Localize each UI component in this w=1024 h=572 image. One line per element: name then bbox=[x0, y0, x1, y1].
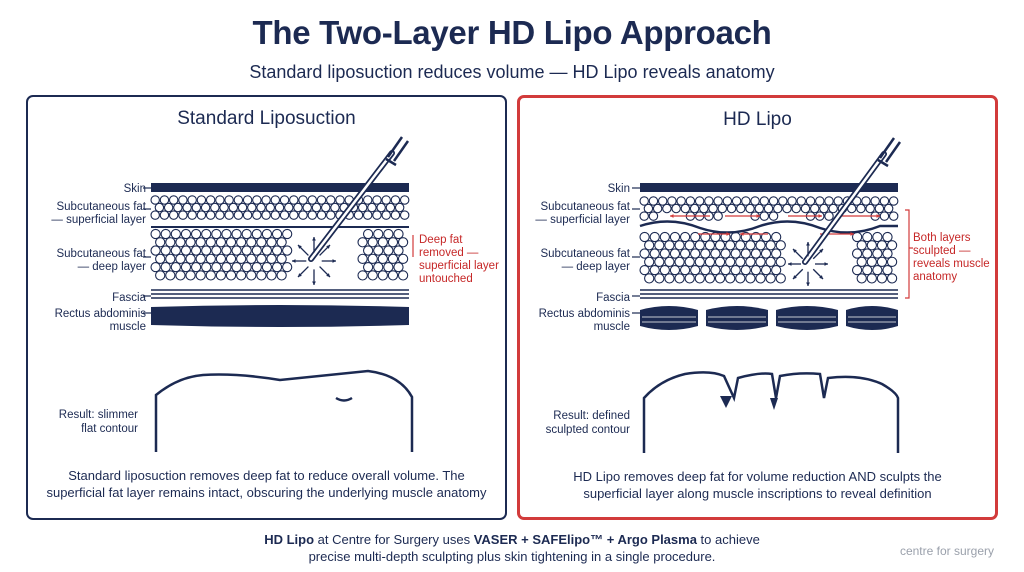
label-skin: Skin bbox=[123, 183, 146, 195]
standard-liposuction-panel: Standard Liposuction Skin Subcutaneous f… bbox=[26, 95, 507, 520]
label-muscle-2: muscle bbox=[593, 321, 630, 333]
label-superficial-2: — superficial layer bbox=[535, 214, 630, 226]
deep-fat-note: Deep fat removed — superficial layer unt… bbox=[419, 234, 499, 285]
label-fascia: Fascia bbox=[112, 292, 146, 304]
suction-arrows bbox=[788, 242, 828, 286]
standard-lipo-cross-section bbox=[143, 136, 414, 452]
label-skin: Skin bbox=[607, 183, 630, 195]
panel-caption: Standard liposuction removes deep fat to… bbox=[46, 468, 487, 500]
flat-contour bbox=[154, 369, 414, 452]
navel-mark bbox=[335, 396, 353, 402]
hd-lipo-panel: HD Lipo Skin Subcutaneous fat — superfic… bbox=[517, 95, 998, 520]
muscle-layer bbox=[151, 305, 409, 327]
sculpting-arrows bbox=[670, 214, 880, 236]
label-superficial-2: — superficial layer bbox=[51, 214, 146, 226]
label-superficial-1: Subcutaneous fat bbox=[540, 201, 630, 213]
cannula-icon bbox=[308, 136, 410, 262]
cannula-icon bbox=[802, 137, 902, 265]
segmented-muscle-layer bbox=[640, 306, 898, 330]
panel-caption: HD Lipo removes deep fat for volume redu… bbox=[573, 469, 942, 501]
skin-layer bbox=[640, 183, 898, 192]
label-fascia: Fascia bbox=[596, 292, 630, 304]
deep-fat-layer bbox=[639, 231, 898, 284]
label-muscle-1: Rectus abdominis bbox=[538, 308, 630, 320]
label-deep-1: Subcutaneous fat bbox=[540, 248, 630, 260]
result-label: Result: defined sculpted contour bbox=[545, 410, 630, 436]
definition-marks bbox=[720, 396, 778, 410]
page-subtitle: Standard liposuction reduces volume — HD… bbox=[249, 62, 775, 82]
label-deep-2: — deep layer bbox=[561, 261, 630, 273]
page-title: The Two-Layer HD Lipo Approach bbox=[252, 14, 772, 51]
fascia-layer bbox=[640, 289, 898, 299]
panel-title: Standard Liposuction bbox=[177, 108, 356, 129]
hd-lipo-cross-section bbox=[632, 137, 913, 453]
panel-title: HD Lipo bbox=[723, 109, 792, 130]
both-layers-note: Both layers sculpted — reveals muscle an… bbox=[913, 232, 990, 283]
label-deep-1: Subcutaneous fat bbox=[56, 248, 146, 260]
label-deep-2: — deep layer bbox=[77, 261, 146, 273]
superficial-fat-layer bbox=[639, 196, 899, 221]
label-muscle-2: muscle bbox=[109, 321, 146, 333]
suction-arrows bbox=[292, 237, 336, 285]
label-muscle-1: Rectus abdominis bbox=[54, 308, 146, 320]
note-bracket bbox=[905, 209, 913, 299]
label-superficial-1: Subcutaneous fat bbox=[56, 201, 146, 213]
skin-layer bbox=[151, 183, 409, 192]
sculpted-boundary bbox=[639, 220, 898, 234]
fascia-layer bbox=[151, 289, 409, 299]
superficial-fat-layer bbox=[150, 195, 410, 220]
brand-logo: centre for surgery bbox=[899, 544, 994, 558]
footer-text: HD Lipo at Centre for Surgery uses VASER… bbox=[264, 532, 760, 564]
sculpted-contour bbox=[642, 371, 900, 453]
deep-fat-layer bbox=[150, 228, 409, 281]
result-label: Result: slimmer flat contour bbox=[58, 409, 138, 435]
